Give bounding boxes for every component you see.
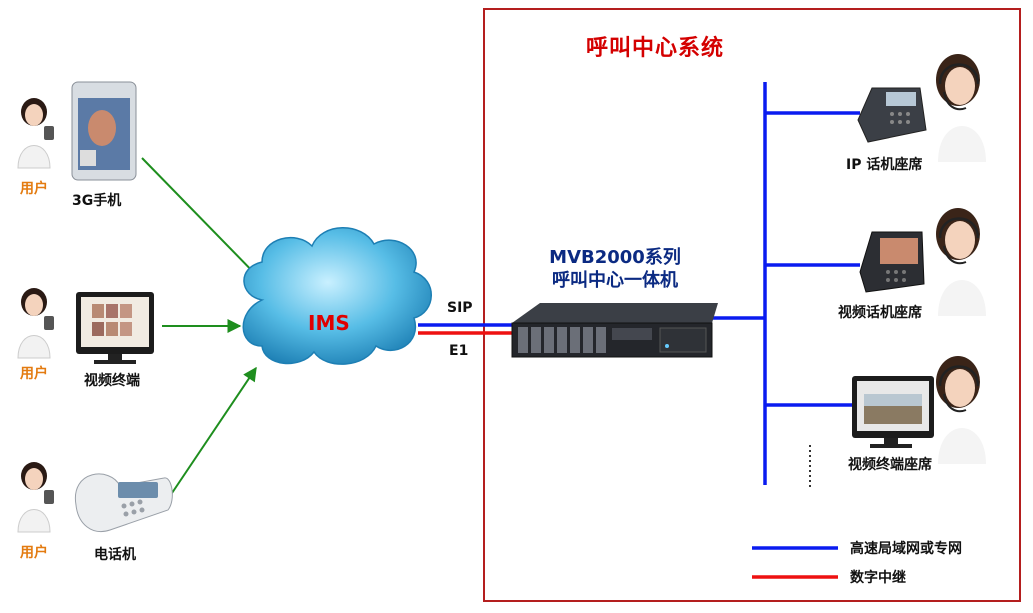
device-label-phone: 电话机 [94,547,136,563]
user-figure-1 [17,98,54,169]
e1-label: E1 [449,343,469,359]
legend-trunk-label: 数字中继 [850,570,906,586]
user-label-3: 用户 [20,545,48,561]
sip-label: SIP [447,300,473,316]
desk-phone-icon [75,473,173,532]
video-phone-icon [859,231,925,293]
3g-phone-icon [71,81,137,181]
user-figure-2 [17,288,54,359]
call-center-title: 呼叫中心系统 [586,36,725,61]
video-terminal-icon [76,292,154,364]
device-label-video: 视频终端 [84,373,140,389]
arrow-3g-to-ims [141,157,265,285]
ims-label: IMS [308,311,350,335]
call-center-frame [483,8,1021,602]
video-terminal-seat-icon [852,376,934,448]
seat-label-video-terminal: 视频终端座席 [848,457,932,473]
agent-figure-1 [936,54,986,162]
seat-label-video-phone: 视频话机座席 [838,305,922,321]
device-label-3g: 3G手机 [72,193,122,209]
user-label-1: 用户 [20,181,48,197]
user-label-2: 用户 [20,366,48,382]
user-figure-3 [17,462,54,533]
seat-label-ip: IP 话机座席 [846,157,923,173]
lan-bus [712,82,860,485]
ip-phone-icon [857,87,927,143]
ims-cloud [242,227,432,365]
legend-lan-label: 高速局域网或专网 [850,541,962,557]
rack-server [511,303,718,358]
server-name-label: 呼叫中心一体机 [552,270,678,291]
arrow-phone-to-ims [171,366,257,494]
agent-figure-3 [936,356,986,464]
agent-figure-2 [936,208,986,316]
server-series-label: MVB2000系列 [549,247,681,268]
